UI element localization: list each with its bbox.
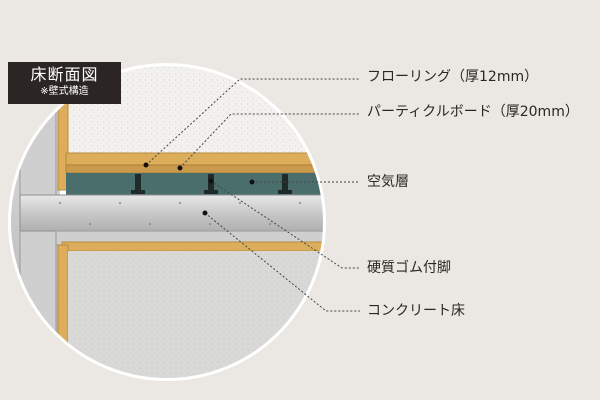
figure-title: 床断面図 [30,65,99,84]
air-layer [66,173,323,195]
leader-lines [145,78,360,312]
label-rubber-feet: 硬質ゴム付脚 [367,260,451,276]
flooring-layer [65,152,323,166]
label-flooring: フローリング（厚12mm） [367,69,539,85]
figure-subtitle: ※壁式構造 [40,86,89,97]
pointer-dot-particleboard [177,165,183,171]
pointer-dot-air-layer [249,179,255,185]
wall-stud [57,66,69,191]
ceiling-joist [61,241,323,252]
pointer-dot-rubber-feet [208,178,214,184]
rubber-feet [131,174,292,194]
particleboard-layer [65,164,323,174]
figure-title-box: 床断面図 ※壁式構造 [8,62,121,104]
label-concrete-floor: コンクリート床 [367,303,465,319]
label-particleboard: パーティクルボード（厚20mm） [367,104,579,120]
pointer-dot-concrete-floor [202,210,208,216]
label-air-layer: 空気層 [367,174,409,190]
pointer-dot-flooring [143,162,149,168]
concrete-slab [19,194,323,232]
